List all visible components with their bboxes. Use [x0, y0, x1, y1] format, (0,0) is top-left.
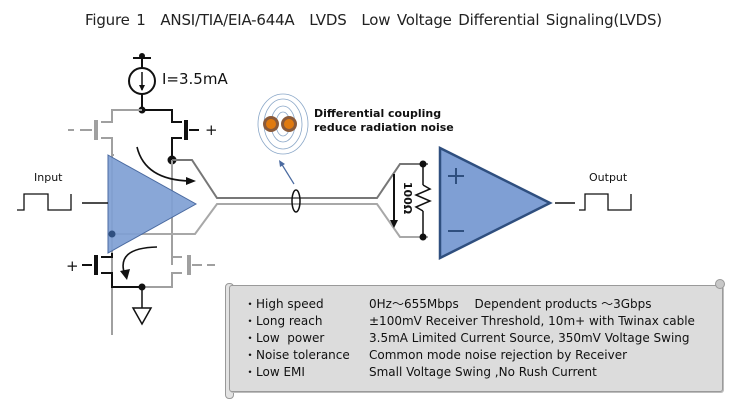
feature-desc: ±100mV Receiver Threshold, 10m+ with Twi… — [369, 314, 695, 328]
transistor-bottom-right — [142, 253, 215, 288]
polarity-top-right: + — [205, 121, 218, 139]
output-waveform — [579, 193, 632, 211]
feature-desc: 3.5mA Limited Current Source, 350mV Volt… — [369, 331, 690, 345]
twisted-pair-marker — [291, 189, 301, 213]
wire-positive — [172, 159, 428, 199]
ground-symbol — [131, 283, 153, 326]
input-waveform — [17, 193, 72, 211]
wire-negative — [112, 203, 428, 238]
resistor-label: 100Ω — [401, 182, 414, 215]
feature-row: ・Long reach±100mV Receiver Threshold, 10… — [244, 314, 695, 328]
coupling-note: Differential coupling reduce radiation n… — [314, 107, 454, 135]
input-label: Input — [34, 171, 63, 184]
feature-name: High speed — [256, 297, 324, 311]
scroll-curl-right — [715, 279, 725, 289]
feature-desc: Common mode noise rejection by Receiver — [369, 348, 628, 362]
driver-triangle — [107, 154, 198, 254]
feature-name: Low EMI — [256, 365, 305, 379]
coupling-note-line-1: Differential coupling — [314, 107, 442, 120]
feature-name: Noise tolerance — [256, 348, 350, 362]
figure-title: Figure 1 ANSI/TIA/EIA-644A LVDS Low Volt… — [85, 11, 662, 29]
feature-name: Long reach — [256, 314, 323, 328]
transistor-bottom-left — [82, 253, 142, 288]
current-source-label: I=3.5mA — [162, 70, 228, 88]
feature-desc: Small Voltage Swing ,No Rush Current — [369, 365, 597, 379]
current-source — [128, 53, 156, 114]
coupling-note-line-2: reduce radiation noise — [314, 121, 454, 134]
feature-desc: 0Hz～655Mbps Dependent products ～3Gbps — [369, 297, 652, 311]
feature-name: Low power — [256, 331, 325, 345]
termination-resistor: 100Ω — [390, 160, 432, 241]
receiver-triangle — [438, 145, 553, 261]
polarity-bottom-left: + — [66, 257, 79, 275]
current-arrow-top — [136, 146, 191, 182]
output-label: Output — [589, 171, 628, 184]
transistor-top-right — [142, 109, 199, 165]
